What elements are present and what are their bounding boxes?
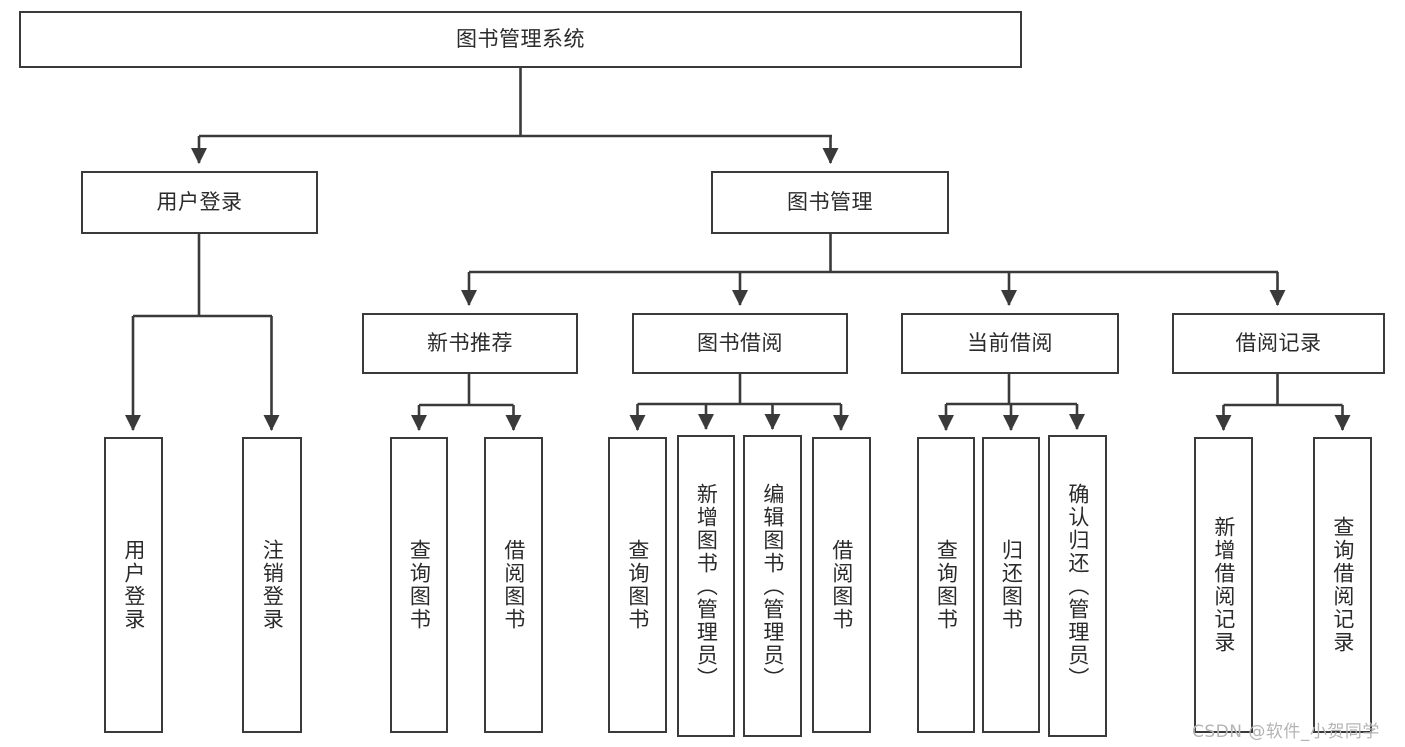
node-leaf-confirm-return[interactable]: 确认归还（管理员） [1048, 435, 1107, 737]
node-root-label: 图书管理系统 [456, 26, 585, 51]
node-borrow-record-label: 借阅记录 [1235, 330, 1322, 355]
csdn-watermark: CSDN @软件_小贺同学 [1192, 722, 1380, 742]
node-leaf-confirm-return-label: 确认归还（管理员） [1065, 482, 1090, 690]
node-leaf-add-book-label: 新增图书（管理员） [694, 482, 719, 690]
node-leaf-edit-book[interactable]: 编辑图书（管理员） [743, 435, 802, 737]
node-user-login[interactable]: 用户登录 [81, 171, 318, 234]
node-new-book-rec[interactable]: 新书推荐 [362, 313, 578, 374]
node-leaf-add-book[interactable]: 新增图书（管理员） [677, 435, 735, 737]
node-leaf-add-record[interactable]: 新增借阅记录 [1194, 437, 1253, 733]
node-borrow-record[interactable]: 借阅记录 [1172, 313, 1385, 374]
node-leaf-borrow-book-2-label: 借阅图书 [829, 539, 854, 631]
node-new-book-rec-label: 新书推荐 [427, 330, 513, 355]
node-leaf-query-book-2-label: 查询图书 [625, 539, 650, 631]
node-leaf-add-record-label: 新增借阅记录 [1211, 516, 1236, 654]
node-leaf-borrow-book-2[interactable]: 借阅图书 [812, 437, 871, 733]
node-leaf-query-record[interactable]: 查询借阅记录 [1313, 437, 1372, 733]
node-leaf-query-record-label: 查询借阅记录 [1330, 516, 1355, 654]
node-root[interactable]: 图书管理系统 [19, 11, 1022, 68]
node-leaf-query-book-1[interactable]: 查询图书 [390, 437, 448, 733]
node-book-borrow-label: 图书借阅 [697, 330, 783, 355]
node-leaf-edit-book-label: 编辑图书（管理员） [760, 482, 785, 690]
node-leaf-return-book-label: 归还图书 [999, 539, 1024, 631]
node-leaf-user-login[interactable]: 用户登录 [104, 437, 163, 733]
node-leaf-borrow-book-1-label: 借阅图书 [501, 539, 526, 631]
node-leaf-borrow-book-1[interactable]: 借阅图书 [484, 437, 543, 733]
node-book-manage[interactable]: 图书管理 [711, 171, 949, 234]
node-leaf-logout[interactable]: 注销登录 [242, 437, 302, 733]
node-book-manage-label: 图书管理 [787, 189, 873, 214]
node-leaf-logout-label: 注销登录 [260, 539, 285, 631]
node-book-borrow[interactable]: 图书借阅 [632, 313, 848, 374]
node-current-borrow[interactable]: 当前借阅 [901, 313, 1119, 374]
node-leaf-query-book-3[interactable]: 查询图书 [917, 437, 975, 733]
node-user-login-label: 用户登录 [156, 189, 243, 214]
node-current-borrow-label: 当前借阅 [967, 330, 1053, 355]
node-leaf-query-book-2[interactable]: 查询图书 [608, 437, 667, 733]
node-leaf-query-book-1-label: 查询图书 [407, 539, 432, 631]
node-leaf-user-login-label: 用户登录 [121, 539, 146, 631]
node-leaf-query-book-3-label: 查询图书 [934, 539, 959, 631]
node-leaf-return-book[interactable]: 归还图书 [982, 437, 1040, 733]
